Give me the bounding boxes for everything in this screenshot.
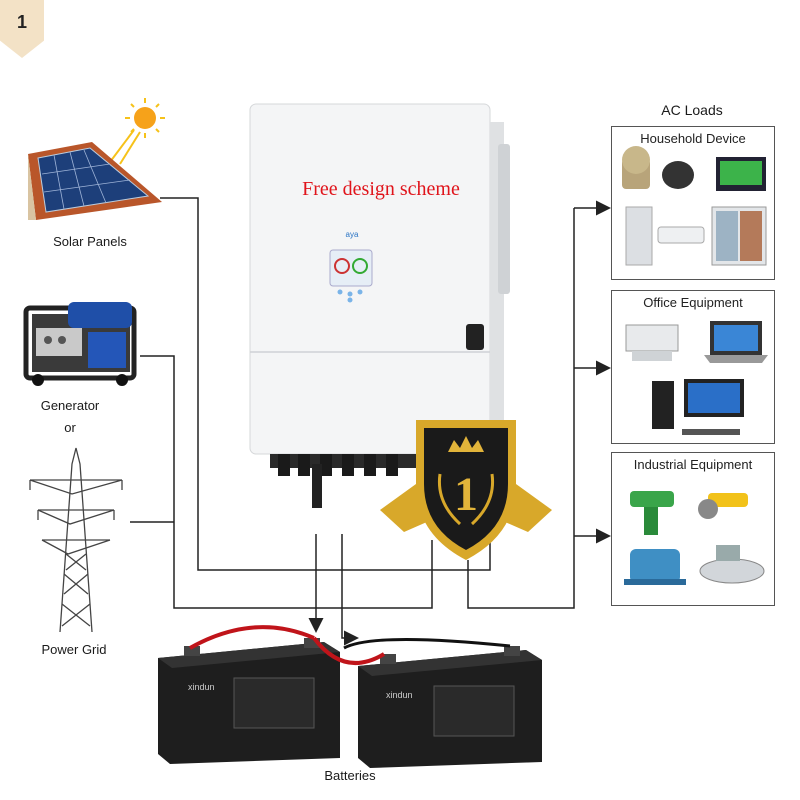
household-device-title: Household Device [640, 131, 746, 146]
inverter-brand: aya [345, 230, 359, 239]
solar-wire [160, 197, 491, 571]
battery-link-cable [189, 625, 315, 650]
generator-wire [140, 355, 433, 609]
solar-label: Solar Panels [53, 234, 127, 249]
badge-number: 1 [16, 12, 27, 32]
battery-brand-1: xindun [188, 682, 215, 692]
household-device-box: Household Device [611, 126, 775, 280]
hybrid-inverter: Free design scheme aya [249, 103, 512, 508]
office-equipment-title: Office Equipment [643, 295, 743, 310]
number-one-emblem: 1 [376, 414, 556, 564]
generator-illustration [18, 292, 142, 388]
batteries-label: Batteries [324, 768, 376, 783]
emblem-numeral: 1 [454, 468, 478, 521]
power-grid-label: Power Grid [41, 642, 107, 657]
industrial-equipment-box: Industrial Equipment [611, 452, 775, 606]
battery-brand-2: xindun [386, 690, 413, 700]
generator-label: Generator [40, 398, 100, 413]
or-label: or [64, 420, 76, 435]
office-equipment-box: Office Equipment [611, 290, 775, 444]
sun-icon [134, 107, 156, 129]
ac-loads-heading: AC Loads [661, 102, 723, 118]
batteries-illustration: xindun xindun [154, 618, 544, 768]
solar-panel-illustration [22, 94, 167, 224]
battery-wire-up [341, 534, 359, 646]
inverter-overlay-text: Free design scheme [302, 178, 460, 200]
industrial-equipment-title: Industrial Equipment [633, 457, 753, 472]
loads-wire [467, 208, 575, 609]
power-grid-tower-illustration [20, 444, 132, 634]
